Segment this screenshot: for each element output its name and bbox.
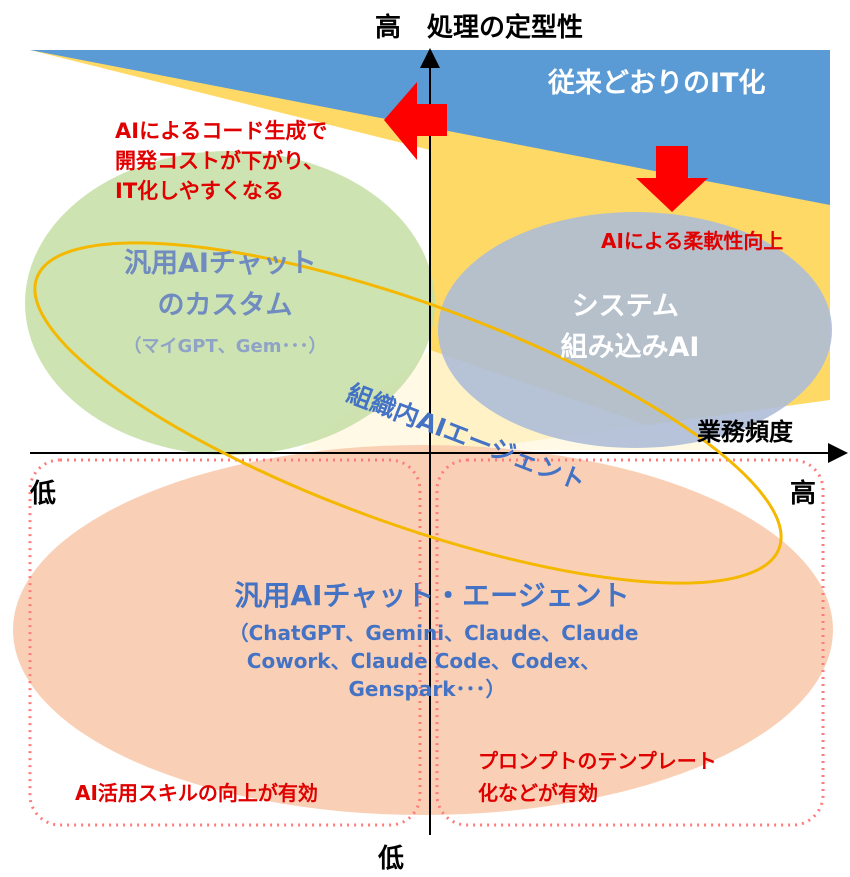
embedded-ai-title-line: 組み込みAI (561, 331, 700, 363)
flexibility-annotation: AIによる柔軟性向上 (601, 229, 783, 253)
org-agent-ring (33, 241, 783, 585)
template-box-label-line: 化などが有効 (478, 781, 598, 805)
general-chat-sub-line: （ChatGPT、Gemini、Claude、Claude (229, 621, 639, 645)
y-axis-bottom-label: 低 (377, 844, 404, 874)
custom-chat-sub: （マイGPT、Gem･･･） (124, 336, 327, 357)
general-chat-sub-line: Cowork、Claude Code、Codex、 (247, 649, 600, 673)
custom-chat-region (25, 151, 435, 455)
cost-annotation-line: 開発コストが下がり、 (115, 149, 324, 173)
embedded-ai-title: システム 組み込みAI (561, 291, 700, 363)
cost-annotation-line: AIによるコード生成で (115, 119, 327, 143)
x-axis-right-label: 高 (790, 478, 816, 509)
cost-annotation-line: IT化しやすくなる (115, 179, 284, 203)
it-band-label: 従来どおりのIT化 (547, 68, 765, 99)
template-box-label-line: プロンプトのテンプレート (478, 749, 717, 773)
x-axis-left-label: 低 (29, 479, 56, 509)
custom-chat-title-line: 汎用AIチャット (124, 248, 317, 279)
general-chat-region (13, 445, 833, 815)
template-box (435, 458, 825, 827)
left-red-arrow (384, 82, 447, 160)
skill-box-label: AI活用スキルの向上が有効 (75, 781, 318, 805)
embedded-ai-title-line: システム (572, 291, 679, 322)
general-chat-sub-line: Genspark･･･） (348, 677, 505, 701)
custom-chat-title-line: のカスタム (158, 290, 293, 321)
down-red-arrow (636, 146, 708, 212)
cost-annotation: AIによるコード生成で 開発コストが下がり、 IT化しやすくなる (115, 119, 335, 203)
y-axis-top-label: 高 処理の定型性 (375, 12, 583, 43)
template-box-label: プロンプトのテンプレート 化などが有効 (478, 749, 724, 805)
embedded-ai-region (438, 212, 832, 448)
x-axis-title: 業務頻度 (697, 418, 794, 446)
general-chat-sub: （ChatGPT、Gemini、Claude、Claude Cowork、Cla… (229, 621, 646, 701)
general-chat-title: 汎用AIチャット・エージェント (234, 579, 629, 612)
custom-chat-title: 汎用AIチャット のカスタム (124, 248, 326, 321)
